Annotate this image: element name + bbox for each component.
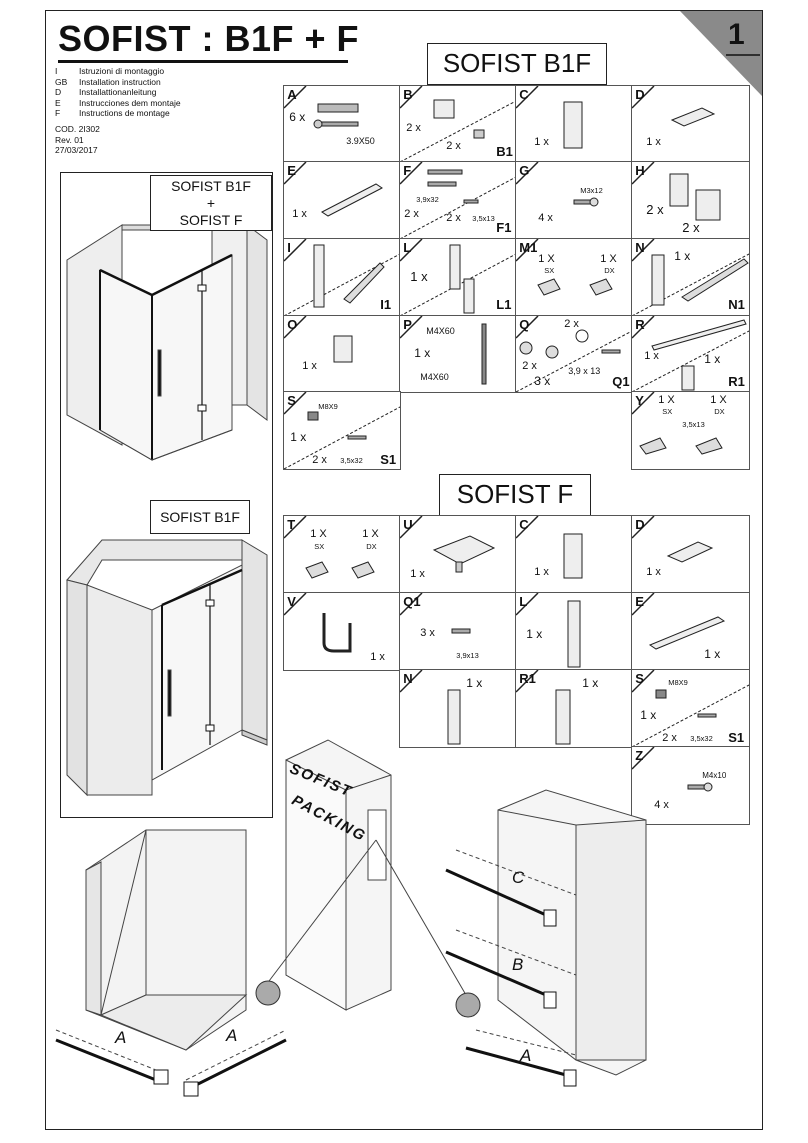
part-cell-G: G M3x12 4 x <box>515 161 633 240</box>
part-cell-C: C 1 x <box>515 85 633 163</box>
page-title: SOFIST : B1F + F <box>58 18 360 59</box>
part-cell-S-f: S M8X9 1 x 2 x 3,5x32 S1 <box>631 669 750 748</box>
doc-date: 27/03/2017 <box>55 145 98 155</box>
empty-cell <box>516 392 632 469</box>
part-cell-R: R 1 x 1 x R1 <box>631 315 750 393</box>
label-sofist-b1f-plus-f: SOFIST B1F + SOFIST F <box>150 175 272 231</box>
section-title-f: SOFIST F <box>439 474 591 516</box>
label-sofist-b1f: SOFIST B1F <box>150 500 250 534</box>
part-cell-Q1: Q1 3 x 3,9x13 <box>399 592 517 671</box>
part-cell-L-f: L 1 x <box>515 592 633 671</box>
part-cell-U: U 1 x <box>399 515 517 594</box>
dim-label-b: B <box>512 955 524 974</box>
part-cell-R1-f: R1 1 x <box>515 669 633 748</box>
empty-cell <box>400 392 516 469</box>
dim-label-a-left: A <box>115 1028 127 1047</box>
part-cell-V: V 1 x <box>283 592 401 671</box>
packing-illustration <box>55 739 647 1097</box>
part-cell-M1: M1 1 X SX 1 X DX <box>515 238 633 317</box>
left-panel <box>60 172 273 818</box>
parts-grid-f: T 1 X SX 1 X DX U 1 x C 1 x D 1 x V 1 x … <box>283 515 750 825</box>
shower-illustration-top <box>66 224 268 461</box>
part-cell-O: O 1 x <box>283 315 401 393</box>
part-cell-Q: Q 2 x 2 x 3 x 3,9 x 13 Q1 <box>515 315 633 393</box>
part-cell-T: T 1 X SX 1 X DX <box>283 515 401 594</box>
shower-illustration-bottom <box>66 539 268 797</box>
part-cell-L: L 1 x L1 <box>399 238 517 317</box>
part-cell-D-f: D 1 x <box>631 515 750 594</box>
part-cell-D: D 1 x <box>631 85 750 163</box>
part-cell-P: P M4X60 1 x M4X60 <box>399 315 517 393</box>
parts-grid-b1f: A 6 x 3.9X50 B 2 x 2 x B1 C 1 x D 1 x E … <box>283 85 750 470</box>
page-frame <box>45 10 763 1130</box>
part-cell-F: F 3,9x32 2 x 2 x 3,5x13 F1 <box>399 161 517 240</box>
part-cell-S: S M8X9 1 x 2 x 3,5x32 S1 <box>283 391 401 470</box>
title-underline <box>58 60 348 63</box>
part-cell-N-f: N 1 x <box>399 669 517 748</box>
part-cell-A: A 6 x 3.9X50 <box>283 85 401 163</box>
part-cell-E-f: E 1 x <box>631 592 750 671</box>
part-cell-I: I I1 <box>283 238 401 317</box>
page-corner <box>680 11 762 96</box>
dim-label-a-right: A <box>226 1026 238 1045</box>
doc-rev: Rev. 01 <box>55 134 84 145</box>
part-cell-Y: Y 1 X SX 3,5x13 1 X DX <box>631 391 750 470</box>
part-cell-H: H 2 x 2 x <box>631 161 750 240</box>
part-cell-Z: Z M4x10 4 x <box>631 746 750 825</box>
part-cell-N: N 1 x N1 <box>631 238 750 317</box>
doc-code: COD. 2I302 <box>55 124 100 134</box>
dim-label-a-bottom: A <box>520 1046 532 1065</box>
document-meta: COD. 2I302 Rev. 01 27/03/2017 <box>55 124 100 156</box>
section-title-b1f: SOFIST B1F <box>427 43 607 85</box>
part-cell-E: E 1 x <box>283 161 401 240</box>
page-number: 1 <box>728 18 745 51</box>
part-cell-B: B 2 x 2 x B1 <box>399 85 517 163</box>
dim-label-c: C <box>512 868 525 887</box>
part-cell-C-f: C 1 x <box>515 515 633 594</box>
